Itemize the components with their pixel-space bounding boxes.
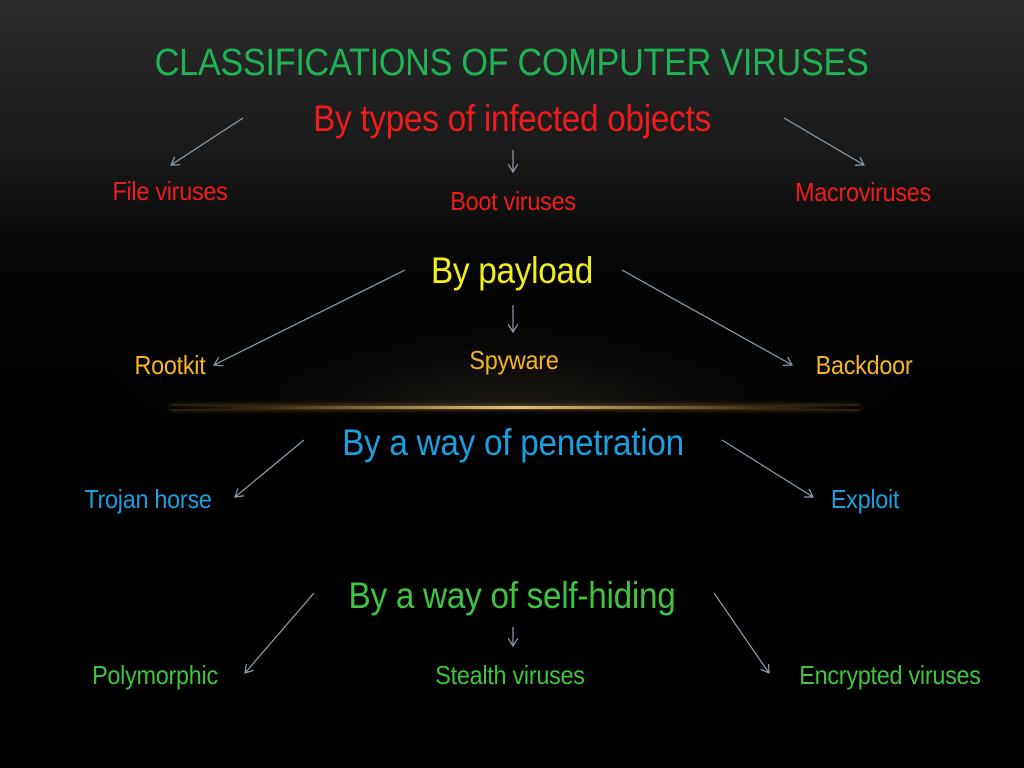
category-payload: By payload — [430, 250, 594, 291]
item-rootkit: Rootkit — [134, 350, 206, 380]
arrow-to-encrypted-viruses — [713, 592, 769, 673]
category-infected-objects: By types of infected objects — [313, 98, 711, 139]
item-trojan-horse: Trojan horse — [84, 484, 212, 514]
item-backdoor: Backdoor — [815, 350, 913, 380]
arrow-to-file-viruses — [171, 117, 244, 165]
arrow-to-polymorphic — [245, 592, 315, 673]
item-spyware: Spyware — [469, 345, 559, 375]
item-polymorphic: Polymorphic — [92, 660, 218, 690]
item-stealth-viruses: Stealth viruses — [435, 660, 585, 690]
item-boot-viruses: Boot viruses — [450, 186, 576, 216]
arrow-to-backdoor — [621, 269, 792, 365]
arrow-to-rootkit — [214, 269, 406, 365]
item-encrypted-viruses: Encrypted viruses — [799, 660, 981, 690]
glowing-divider — [170, 406, 860, 409]
item-file-viruses: File viruses — [112, 176, 228, 206]
item-macroviruses: Macroviruses — [795, 177, 931, 207]
category-self-hiding: By a way of self-hiding — [348, 575, 676, 616]
arrow-to-exploit — [721, 439, 813, 497]
item-exploit: Exploit — [830, 484, 900, 514]
arrow-to-macroviruses — [783, 117, 864, 165]
slide-title-text: CLASSIFICATIONS OF COMPUTER VIRUSES — [155, 42, 869, 84]
arrow-to-trojan-horse — [235, 439, 305, 497]
slide-title: CLASSIFICATIONS OF COMPUTER VIRUSES — [0, 42, 1024, 85]
category-penetration: By a way of penetration — [342, 422, 684, 463]
